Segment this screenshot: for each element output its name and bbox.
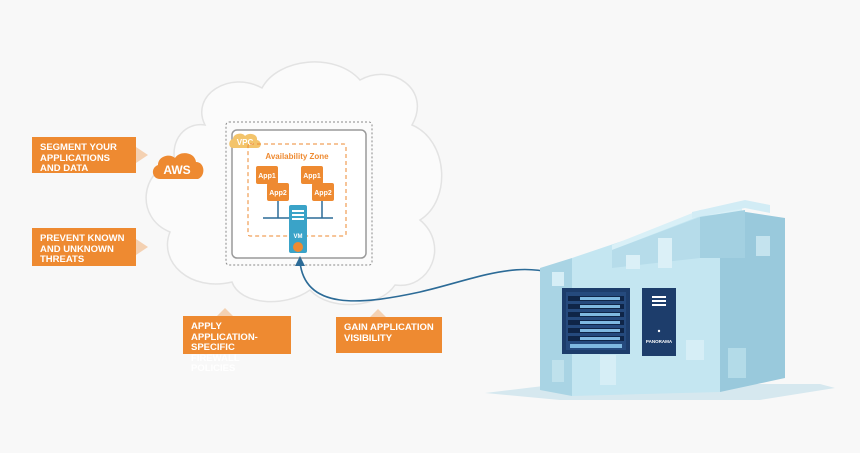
availability-zone-label: Availability Zone xyxy=(265,152,329,161)
callout-apply: APPLY APPLICATION- SPECIFIC FIREWALL POL… xyxy=(183,308,291,374)
app-label: App1 xyxy=(258,173,276,180)
app-box: App1 xyxy=(301,166,323,184)
firewall-appliance xyxy=(562,288,630,354)
callout-gain: GAIN APPLICATION VISIBILITY xyxy=(336,309,442,353)
aws-badge: AWS xyxy=(152,153,204,179)
callout-prevent: PREVENT KNOWN AND UNKNOWN THREATS xyxy=(32,228,148,266)
app-box: App1 xyxy=(256,166,278,184)
app-label: App2 xyxy=(269,190,287,197)
vm-label: VM xyxy=(294,234,303,240)
app-box: App2 xyxy=(312,183,334,201)
panorama-label: PANORAMA xyxy=(646,339,673,344)
vpc-label: VPC xyxy=(237,138,254,147)
arrowhead-icon xyxy=(295,256,305,266)
app-box: App2 xyxy=(267,183,289,201)
aws-label: AWS xyxy=(163,163,190,177)
callout-segment: SEGMENT YOUR APPLICATIONS AND DATA xyxy=(32,137,148,174)
app-label: App1 xyxy=(303,173,321,180)
app-label: App2 xyxy=(314,190,332,197)
panorama-server: PANORAMA xyxy=(642,288,676,356)
connection-curve xyxy=(299,261,576,302)
vm-firewall: VM xyxy=(289,205,307,253)
